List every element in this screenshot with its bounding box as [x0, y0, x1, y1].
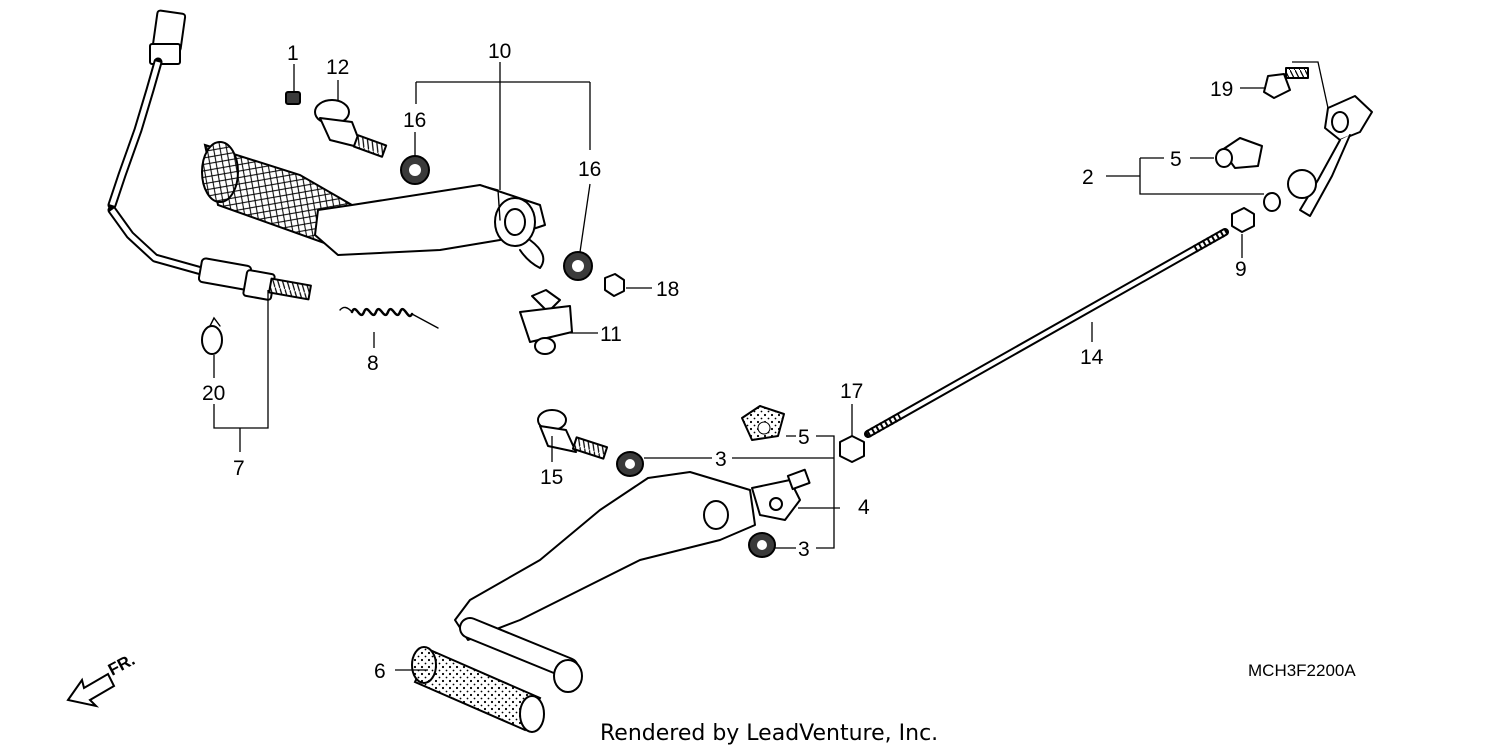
- callout-16-upper: 16: [403, 109, 426, 132]
- callout-18: 18: [656, 278, 679, 301]
- pedal-rubber-part: [411, 646, 545, 733]
- return-spring-part: [339, 306, 439, 329]
- callout-12: 12: [326, 56, 349, 79]
- render-credit: Rendered by LeadVenture, Inc.: [600, 721, 938, 746]
- callout-5-upper: 5: [1170, 148, 1182, 171]
- callout-15: 15: [540, 466, 563, 489]
- callout-20: 20: [202, 382, 225, 405]
- shift-rod-part: [864, 228, 1229, 438]
- bushing-lower-part: [563, 251, 593, 281]
- callout-2: 2: [1082, 166, 1094, 189]
- pivot-bolt-lower-part: [537, 409, 609, 460]
- rubber-mount-part: [519, 289, 573, 355]
- pivot-bolt-part: [314, 99, 388, 158]
- callout-1: 1: [287, 42, 299, 65]
- joint-lower-part: [741, 405, 785, 441]
- rear-brake-switch-part: [107, 9, 312, 301]
- callout-16-lower: 16: [578, 158, 601, 181]
- washer-lower-part: [748, 532, 776, 558]
- callout-6: 6: [374, 660, 386, 683]
- callout-3-upper: 3: [715, 448, 727, 471]
- bushing-upper-part: [400, 155, 430, 185]
- washer-upper-part: [616, 451, 644, 477]
- bolt-19-part: [1263, 67, 1309, 99]
- callout-10: 10: [488, 40, 511, 63]
- leader-lines: [213, 61, 1329, 671]
- diagram-code: MCH3F2200A: [1248, 661, 1356, 680]
- nut-9-part: [1231, 207, 1255, 233]
- joint-upper-part: [1215, 137, 1263, 169]
- callout-11: 11: [600, 323, 622, 346]
- callout-17: 17: [840, 380, 863, 403]
- callout-4: 4: [858, 496, 870, 519]
- front-direction-arrow: FR.: [66, 650, 138, 708]
- shift-arm-part: [1263, 95, 1373, 217]
- callout-14: 14: [1080, 346, 1104, 369]
- callouts: 1 12 10 16 16 18 11 8 20 7 19 5 2 9 14 1…: [202, 40, 1247, 683]
- callout-8: 8: [367, 352, 379, 375]
- nut-18-part: [604, 273, 625, 297]
- footrest-bar-part: [201, 141, 546, 269]
- callout-5-lower: 5: [798, 426, 810, 449]
- callout-7: 7: [233, 457, 245, 480]
- nut-small-part: [285, 91, 301, 105]
- callout-3-lower: 3: [798, 538, 810, 561]
- nut-17-part: [839, 435, 865, 463]
- callout-19: 19: [1210, 78, 1233, 101]
- change-pedal-part: [454, 468, 811, 693]
- front-direction-label: FR.: [105, 650, 138, 680]
- clip-part: [201, 316, 223, 355]
- callout-9: 9: [1235, 258, 1247, 281]
